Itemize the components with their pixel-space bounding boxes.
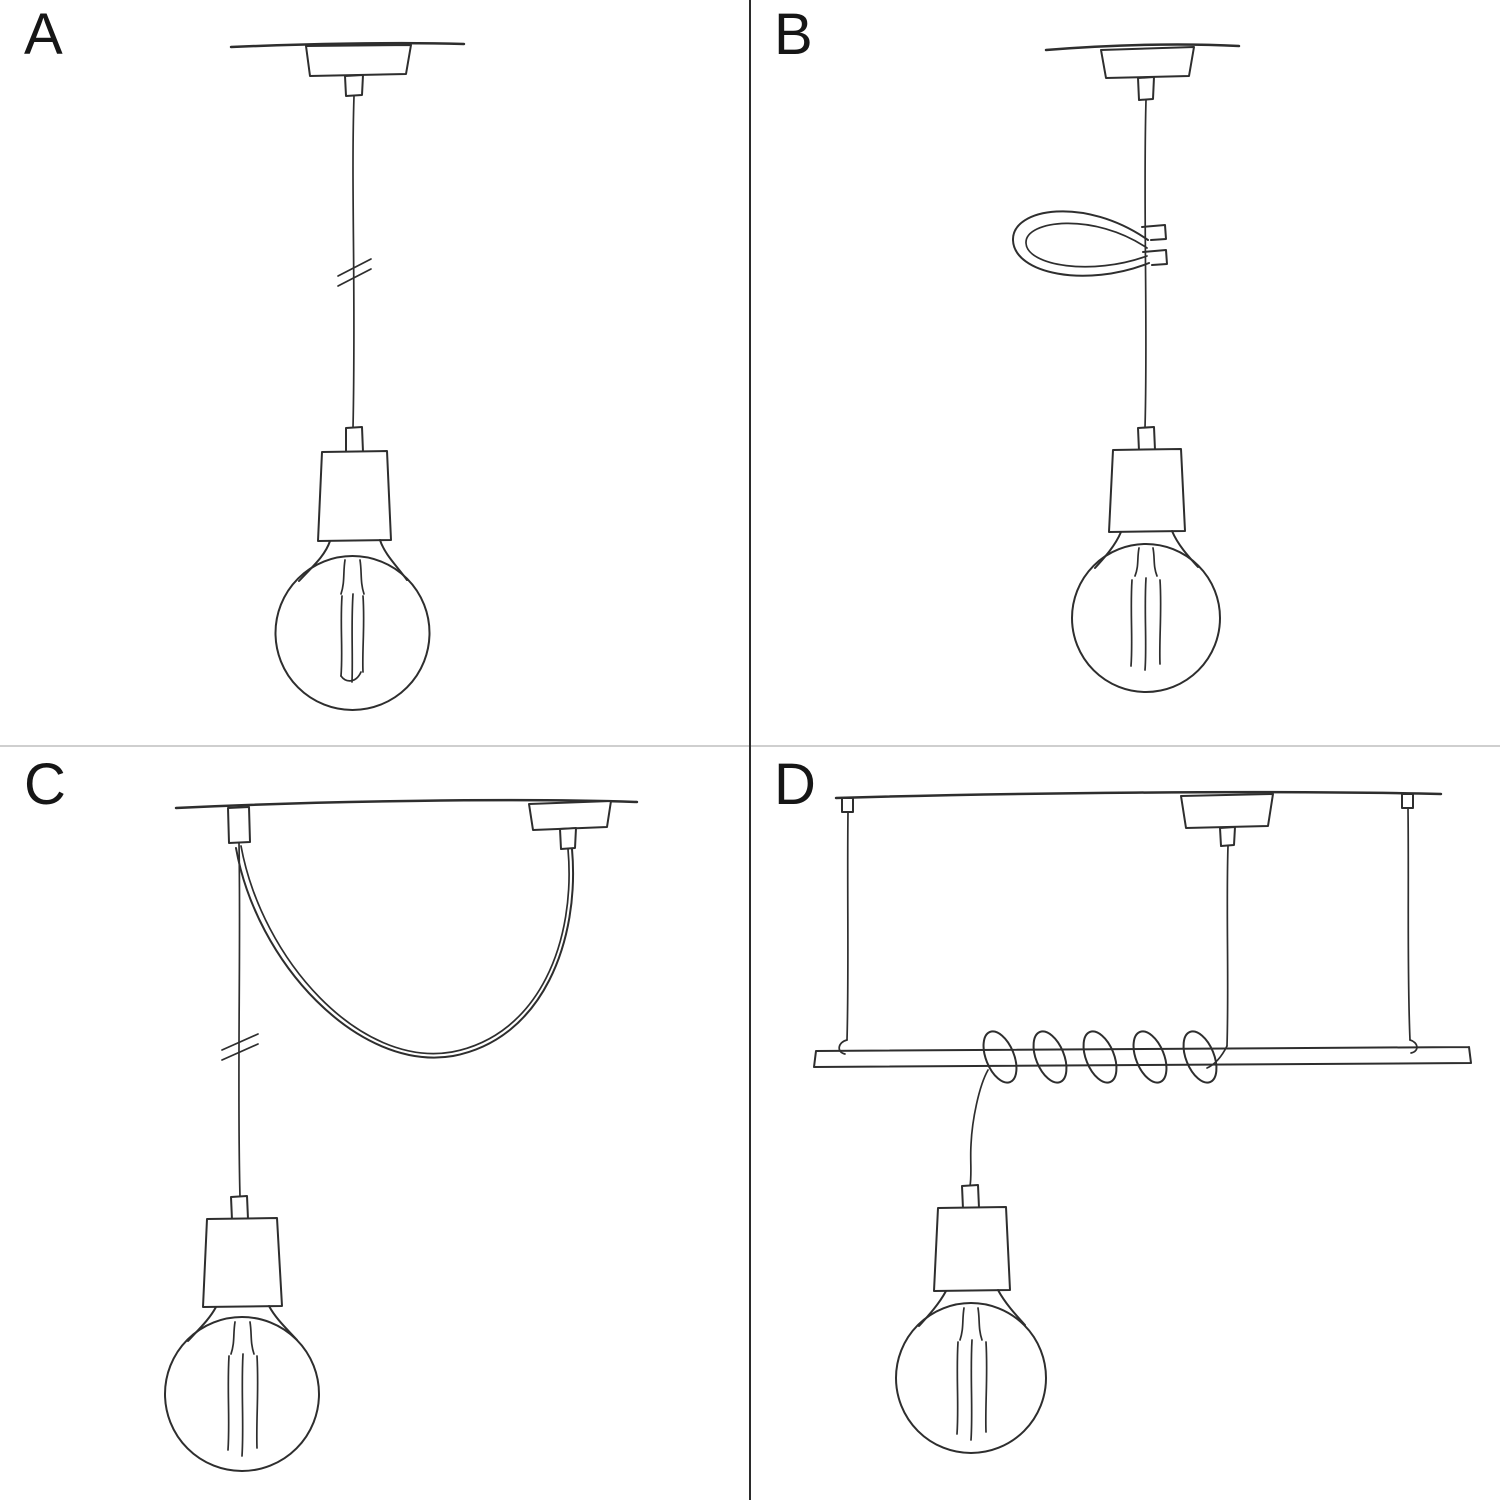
panel-d: D <box>750 750 1500 1500</box>
cable-length-marks <box>337 258 372 287</box>
sketch-c-swag-pendant-with-hook <box>164 798 639 1472</box>
ceiling-rose <box>305 44 412 77</box>
swag-cable-inner <box>240 845 570 1055</box>
cable-gland <box>1219 826 1236 847</box>
filament <box>1130 577 1162 671</box>
right-hanger-mount <box>1401 793 1414 809</box>
cable-ferrule <box>961 1184 980 1210</box>
bulb-neck <box>1094 530 1199 569</box>
panel-b-label: B <box>774 2 814 67</box>
right-suspension-wire <box>1407 807 1411 1041</box>
ceiling-rose <box>1100 46 1195 79</box>
filament-stem <box>959 1307 983 1341</box>
pendant-cable <box>352 95 355 429</box>
cable-gland <box>1137 76 1155 101</box>
bulb-neck <box>298 539 408 582</box>
bulb-globe <box>274 555 431 711</box>
cable-gland <box>559 827 577 850</box>
ceiling-line <box>1044 43 1241 52</box>
filament-stem <box>1134 547 1158 577</box>
panel-c-label: C <box>24 752 67 817</box>
sketch-b-pendant-with-cable-clip <box>1011 43 1241 693</box>
coil-loop <box>1132 1030 1168 1084</box>
filament-stem <box>230 1321 255 1355</box>
lamp-holder <box>202 1217 283 1308</box>
filament <box>340 593 365 683</box>
ceiling-line <box>229 41 466 49</box>
ceiling-rose <box>1180 793 1274 829</box>
cable-clip-clamp <box>1141 224 1168 266</box>
lamp-holder <box>1108 448 1186 533</box>
drop-cable <box>237 842 241 1198</box>
bulb-globe <box>164 1316 320 1472</box>
filament <box>227 1353 259 1457</box>
bulb-neck <box>918 1289 1026 1327</box>
coil-loop <box>1032 1030 1068 1084</box>
panel-a: A <box>0 0 750 750</box>
panel-a-label: A <box>24 2 64 67</box>
swag-cable-outer <box>235 847 574 1059</box>
bulb-neck <box>187 1305 298 1342</box>
cable-length-marks <box>221 1033 259 1061</box>
coil-loop <box>982 1030 1018 1084</box>
left-hanger-mount <box>841 797 854 813</box>
bulb-globe <box>895 1302 1047 1454</box>
coil-loop <box>1082 1030 1118 1084</box>
sketch-a-straight-pendant <box>229 41 466 711</box>
ceiling-hook <box>227 806 251 844</box>
cable-coil <box>982 1030 1218 1084</box>
cable-gland <box>344 74 364 97</box>
filament-stem <box>340 559 365 595</box>
sketch-d-pendant-wrapped-on-bar <box>813 790 1472 1454</box>
cable-clip-loop-inner <box>1025 222 1148 268</box>
ceiling-line <box>834 790 1443 800</box>
panel-c: C <box>0 750 750 1500</box>
center-drop-cable <box>1226 845 1229 1047</box>
left-suspension-wire <box>846 811 849 1041</box>
ceiling-rose <box>528 800 612 831</box>
panel-b: B <box>750 0 1500 750</box>
bulb-globe <box>1071 543 1221 693</box>
cable-ferrule <box>345 426 364 454</box>
lamp-holder <box>317 450 392 542</box>
vertical-divider <box>749 0 751 1500</box>
cable-ferrule <box>1137 426 1156 452</box>
lamp-holder <box>933 1206 1011 1292</box>
ceiling-line <box>174 798 639 810</box>
coil-loop <box>1182 1030 1218 1084</box>
filament <box>956 1339 988 1441</box>
left-bar-hook <box>838 1039 848 1055</box>
drop-cable <box>969 1069 989 1187</box>
cable-clip-loop <box>1011 210 1150 277</box>
cable-ferrule <box>230 1195 249 1221</box>
filament-hook <box>340 671 362 682</box>
wooden-bar <box>813 1046 1472 1068</box>
coil-entry <box>1206 1045 1228 1069</box>
panel-d-label: D <box>774 752 817 817</box>
